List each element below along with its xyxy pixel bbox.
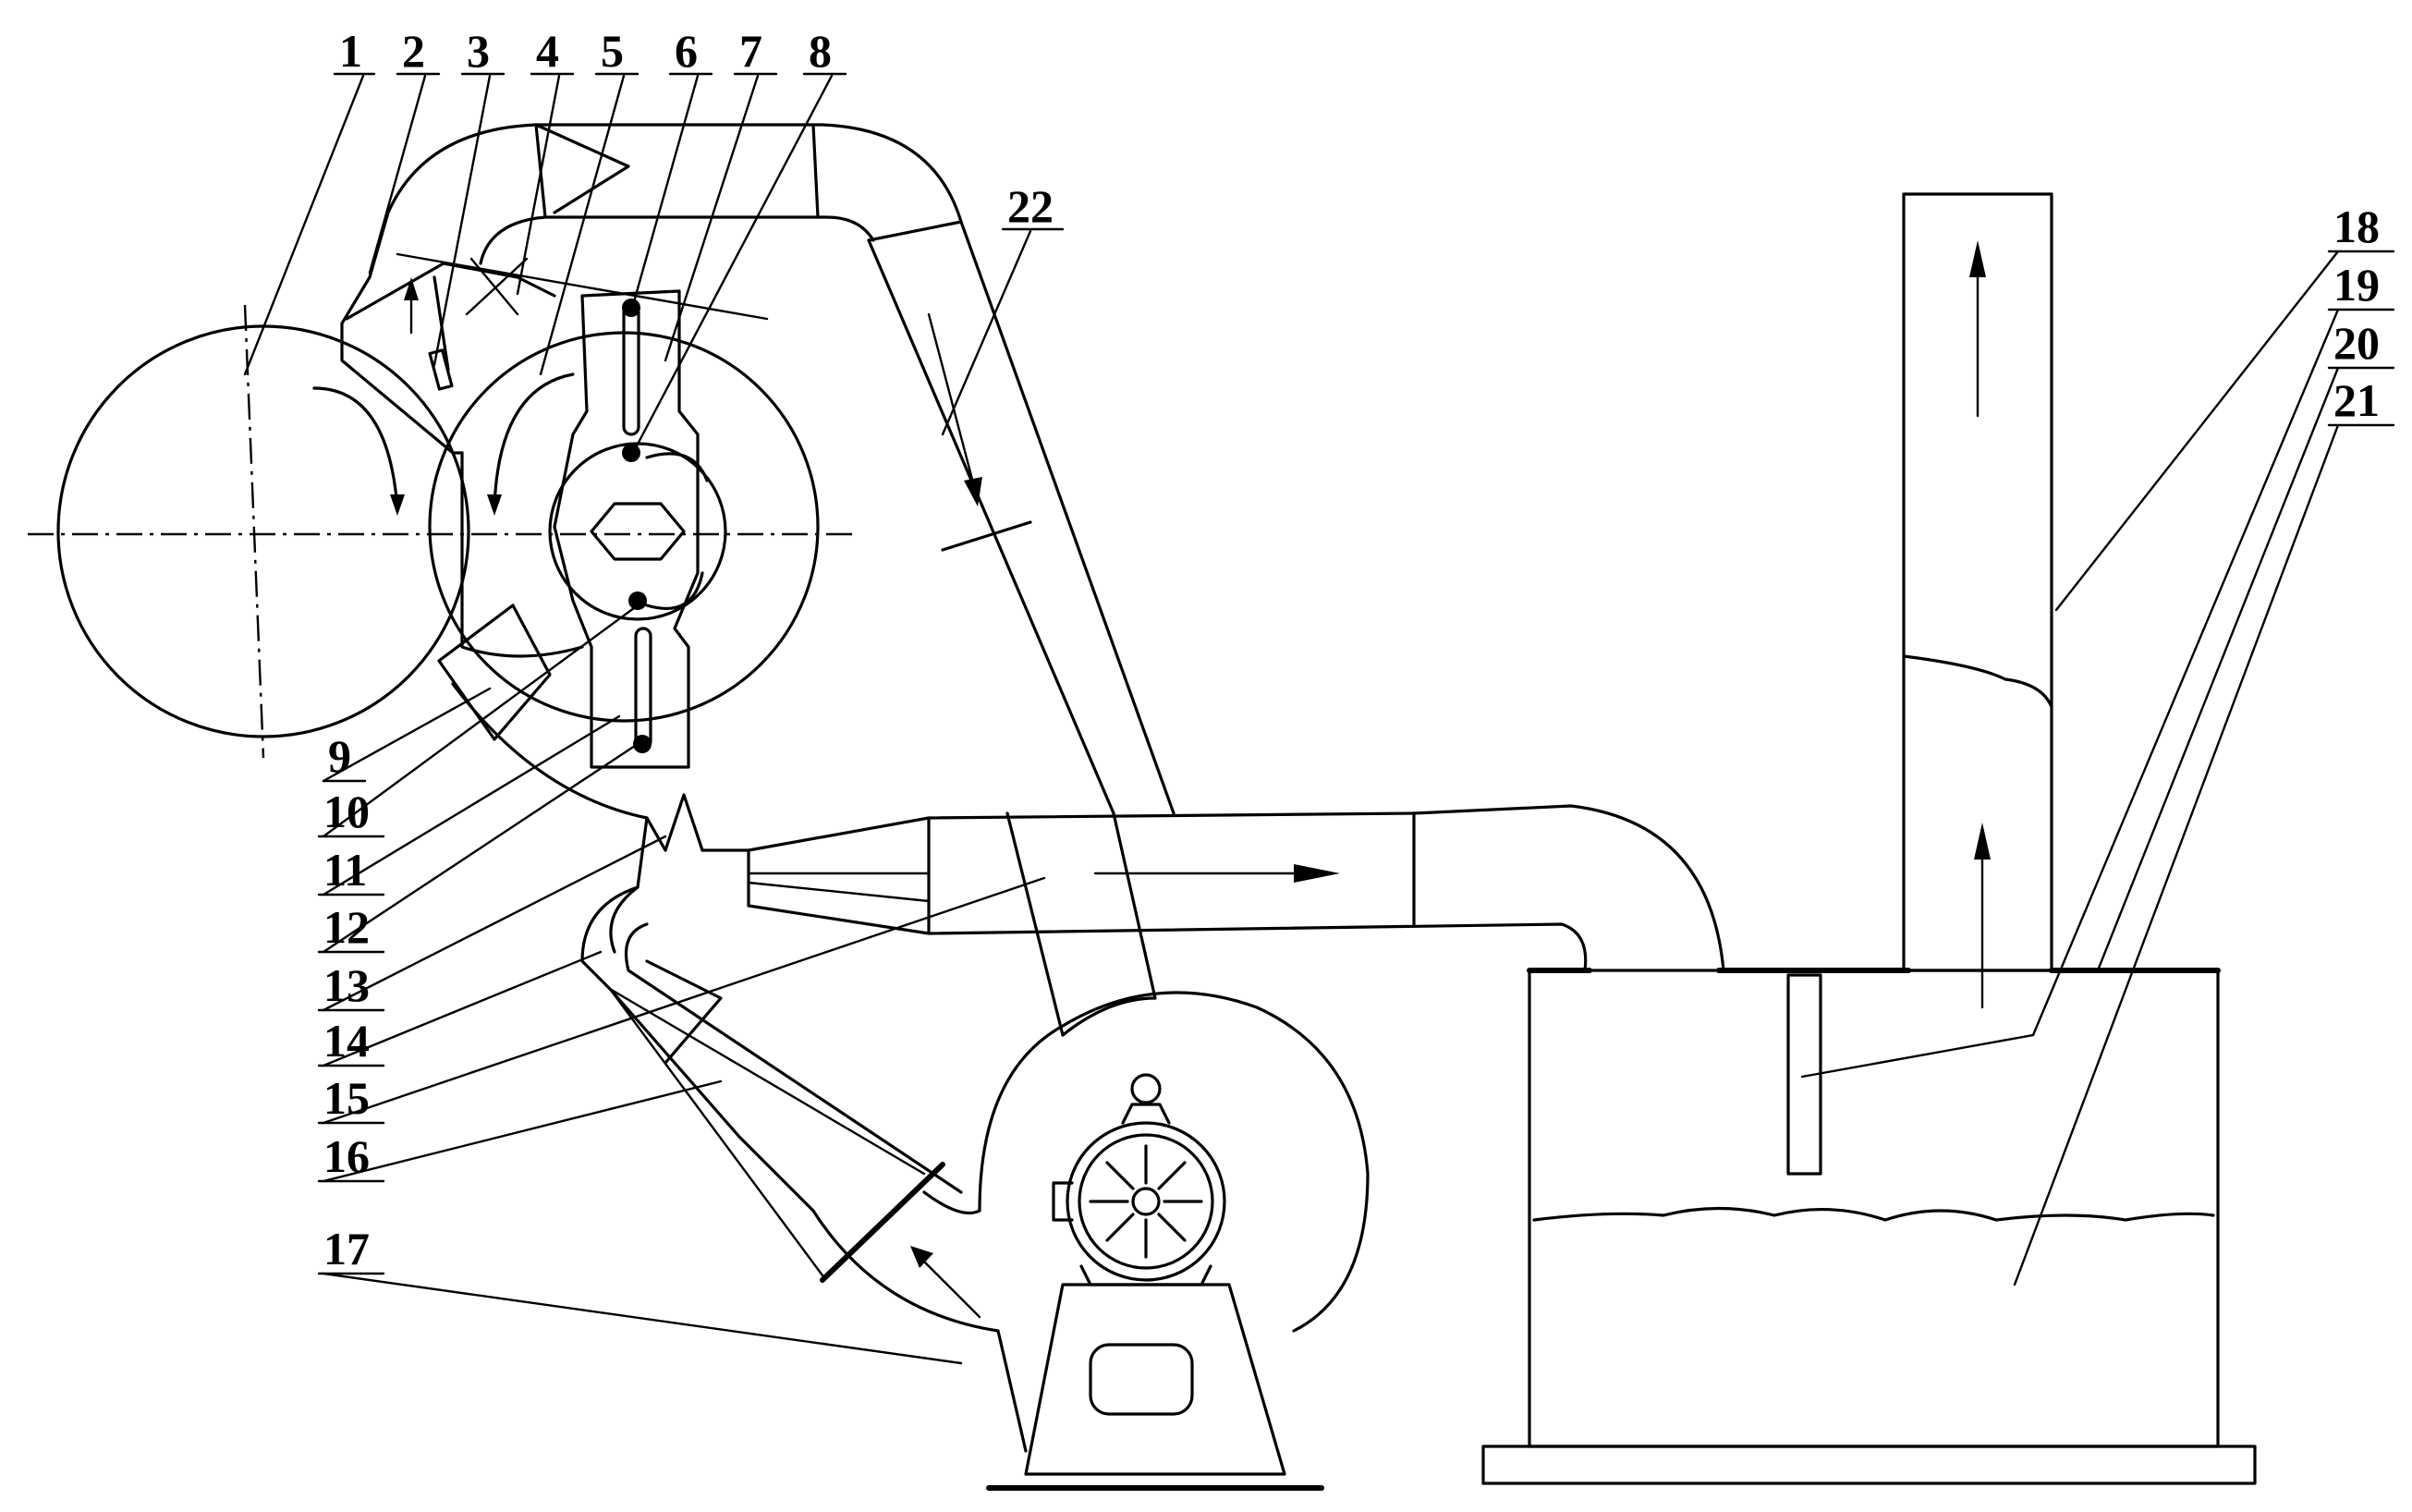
leader-lines xyxy=(243,74,2340,1365)
label-13: 13 xyxy=(323,959,370,1011)
label-19: 19 xyxy=(2333,259,2380,311)
label-17: 17 xyxy=(323,1223,370,1274)
label-15: 15 xyxy=(323,1072,370,1124)
label-10: 10 xyxy=(323,786,370,837)
label-11: 11 xyxy=(323,844,367,896)
label-9: 9 xyxy=(328,730,351,782)
hopper xyxy=(437,604,704,852)
top-hood xyxy=(340,123,963,455)
label-4: 4 xyxy=(536,25,559,77)
label-21: 21 xyxy=(2333,374,2380,426)
motor xyxy=(1052,1073,1226,1286)
motor-stand xyxy=(986,1283,1324,1491)
label-8: 8 xyxy=(809,25,832,77)
fan-housing xyxy=(978,991,1370,1453)
side-plate xyxy=(460,451,584,658)
water-tank xyxy=(1481,968,2257,1485)
label-12: 12 xyxy=(323,901,370,953)
label-16: 16 xyxy=(323,1130,370,1182)
label-3: 3 xyxy=(467,25,490,77)
label-18: 18 xyxy=(2333,201,2380,252)
label-7: 7 xyxy=(739,25,762,77)
label-22: 22 xyxy=(1007,180,1054,232)
center-bracket xyxy=(548,289,727,769)
label-5: 5 xyxy=(601,25,624,77)
exhaust-chimney xyxy=(1902,192,2053,1009)
ejector-duct xyxy=(580,885,1000,1333)
label-6: 6 xyxy=(675,25,698,77)
horizontal-pipe xyxy=(609,804,1725,972)
label-1: 1 xyxy=(339,25,362,77)
label-2: 2 xyxy=(402,25,425,77)
diagonal-duct xyxy=(867,220,1176,1037)
part-labels: 1 2 3 4 5 6 7 8 22 9 10 11 12 13 14 15 1… xyxy=(317,25,2395,1275)
label-20: 20 xyxy=(2333,317,2380,369)
label-14: 14 xyxy=(323,1015,370,1067)
